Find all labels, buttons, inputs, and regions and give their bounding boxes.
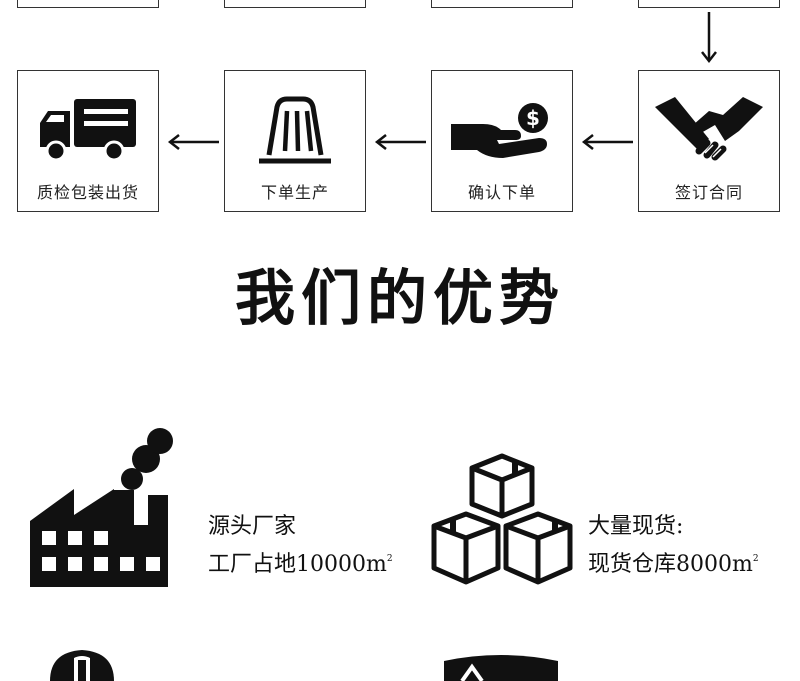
handshake-icon [655, 97, 763, 161]
process-step-label: 确认下单 [467, 183, 536, 202]
process-box-partial-2 [224, 0, 366, 8]
process-step-confirm-order: $ 确认下单 [431, 70, 573, 212]
delivery-truck-icon [40, 99, 136, 162]
advantage-stock-text: 大量现货: 现货仓库8000m2 [588, 510, 759, 581]
process-step-production: 下单生产 [224, 70, 366, 212]
stacked-boxes-icon [431, 453, 573, 585]
section-title: 我们的优势 [235, 264, 565, 334]
hand-coin-icon: $ [451, 103, 548, 158]
process-box-partial-3 [431, 0, 573, 8]
arrow-down-icon [701, 12, 717, 64]
process-box-partial-4 [638, 0, 780, 8]
advantage-factory-text: 源头厂家 工厂占地10000m2 [208, 510, 393, 581]
process-step-label: 质检包装出货 [36, 183, 139, 202]
shield-icon [444, 655, 558, 681]
arrow-left-icon [581, 134, 633, 150]
production-machine-icon [259, 96, 331, 164]
arrow-left-icon [167, 134, 219, 150]
advantage-line1: 大量现货: [588, 514, 684, 539]
arrow-left-icon [374, 134, 426, 150]
factory-icon [30, 428, 173, 587]
advantage-line2: 现货仓库8000m2 [588, 552, 759, 577]
process-step-qc-ship: 质检包装出货 [17, 70, 159, 212]
hard-hat-icon [50, 650, 114, 681]
process-step-label: 签订合同 [674, 183, 743, 202]
process-step-label: 下单生产 [260, 183, 329, 202]
advantage-line2: 工厂占地10000m2 [208, 552, 393, 577]
advantage-line1: 源头厂家 [208, 514, 297, 539]
svg-text:$: $ [526, 106, 540, 130]
process-box-partial-1 [17, 0, 159, 8]
process-step-contract: 签订合同 [638, 70, 780, 212]
